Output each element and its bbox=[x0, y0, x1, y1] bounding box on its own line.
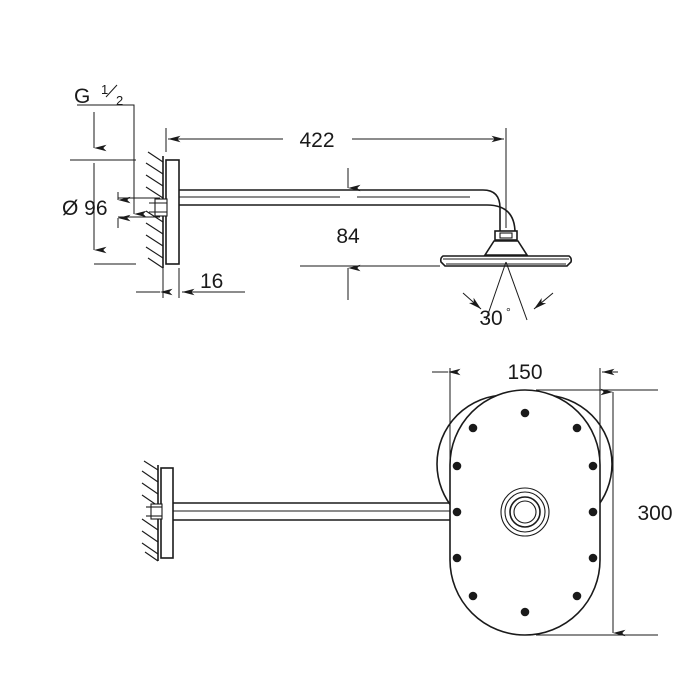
flange-depth-value: 16 bbox=[200, 270, 223, 293]
dimension-head-width bbox=[432, 368, 618, 462]
thread-fraction-numerator: 1 bbox=[101, 82, 108, 97]
nozzle-dot bbox=[468, 591, 478, 601]
inlet-boss bbox=[500, 487, 550, 537]
dimension-head-height bbox=[536, 388, 658, 637]
thread-connector-lower bbox=[146, 503, 163, 520]
nozzle-dot bbox=[572, 591, 582, 601]
nozzle-dot bbox=[588, 553, 598, 563]
nozzle-dot bbox=[572, 423, 582, 433]
thread-fraction-denominator: 2 bbox=[116, 93, 123, 108]
dimension-flange-depth bbox=[136, 268, 245, 298]
nozzle-pattern bbox=[452, 408, 598, 617]
thread-label: G 1 2 bbox=[74, 82, 123, 108]
side-elevation-view: 30 ° G 1 2 bbox=[62, 82, 573, 330]
nozzle-dot bbox=[520, 607, 530, 617]
head-height-value: 300 bbox=[637, 502, 672, 525]
nozzle-dot bbox=[452, 461, 462, 471]
plan-view: 150 300 bbox=[141, 361, 673, 637]
nozzle-dot bbox=[588, 461, 598, 471]
head-width-value: 150 bbox=[507, 361, 542, 384]
spray-angle-indicator bbox=[462, 261, 554, 321]
head-drop-value: 84 bbox=[336, 225, 360, 248]
flange-diameter-value: Ø 96 bbox=[62, 197, 108, 220]
spray-angle-value: 30 bbox=[479, 307, 502, 330]
arm-length-value: 422 bbox=[299, 129, 334, 152]
nozzle-dot bbox=[452, 507, 462, 517]
nozzle-dot bbox=[452, 553, 462, 563]
thread-connector bbox=[149, 198, 168, 217]
shower-head-side bbox=[439, 230, 573, 267]
nozzle-dot bbox=[588, 507, 598, 517]
dimension-flange-diameter bbox=[93, 159, 160, 265]
thread-label-g: G bbox=[74, 85, 90, 108]
nozzle-dot bbox=[468, 423, 478, 433]
spray-angle-unit: ° bbox=[506, 305, 511, 319]
shower-arm-plan bbox=[173, 502, 497, 521]
dimension-head-drop bbox=[300, 168, 440, 300]
wall-flange-lower bbox=[160, 467, 174, 559]
dimension-arm-length bbox=[165, 128, 507, 228]
nozzle-dot bbox=[520, 408, 530, 418]
wall-flange bbox=[165, 159, 180, 265]
wall-hatching-lower bbox=[141, 460, 159, 562]
